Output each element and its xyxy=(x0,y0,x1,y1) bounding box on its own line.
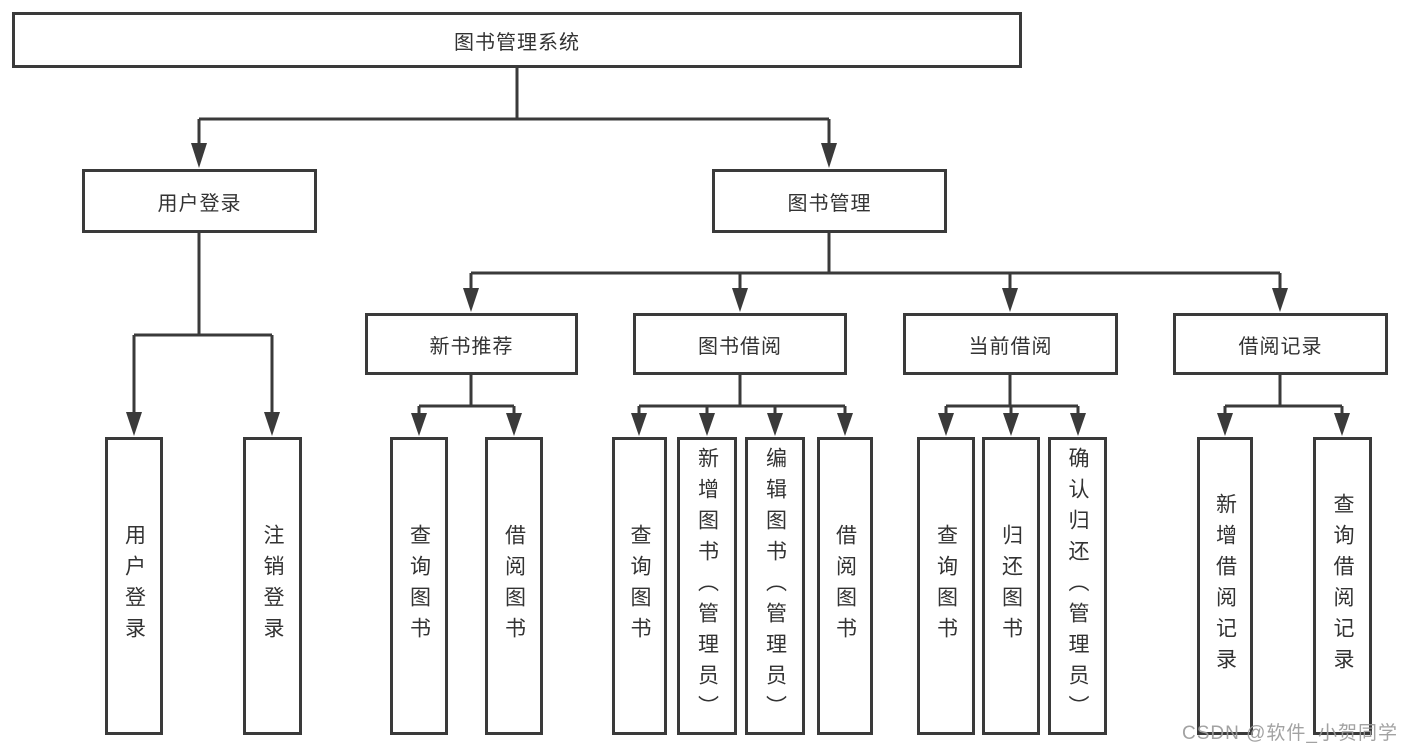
node-label: 确认归还（管理员） xyxy=(1066,446,1089,726)
node-book-borrowing: 图书借阅 xyxy=(633,313,847,375)
node-root-system: 图书管理系统 xyxy=(12,12,1022,68)
node-label: 借阅图书 xyxy=(502,524,526,648)
node-label: 归还图书 xyxy=(999,524,1023,648)
node-label: 查询借阅记录 xyxy=(1331,493,1354,679)
leaf-add-book-admin: 新增图书（管理员） xyxy=(677,437,737,735)
leaf-borrow-books-recommend: 借阅图书 xyxy=(485,437,543,735)
leaf-edit-book-admin: 编辑图书（管理员） xyxy=(745,437,805,735)
leaf-confirm-return-admin: 确认归还（管理员） xyxy=(1048,437,1107,735)
csdn-watermark: CSDN @软件_小贺同学 xyxy=(1182,723,1398,744)
node-borrowing-records: 借阅记录 xyxy=(1173,313,1388,375)
node-label: 图书管理系统 xyxy=(454,31,580,54)
node-label: 新增图书（管理员） xyxy=(695,446,719,726)
node-current-borrowing: 当前借阅 xyxy=(903,313,1118,375)
node-label: 注销登录 xyxy=(261,524,284,648)
leaf-logout: 注销登录 xyxy=(243,437,302,735)
node-label: 图书借阅 xyxy=(698,335,782,358)
leaf-add-borrow-record: 新增借阅记录 xyxy=(1197,437,1253,735)
leaf-return-books: 归还图书 xyxy=(982,437,1040,735)
node-label: 用户登录 xyxy=(122,524,146,648)
leaf-user-login: 用户登录 xyxy=(105,437,163,735)
node-label: 借阅记录 xyxy=(1238,335,1323,358)
node-label: 新书推荐 xyxy=(429,335,514,358)
node-label: 查询图书 xyxy=(407,524,431,648)
leaf-query-books-borrow: 查询图书 xyxy=(612,437,667,735)
node-label: 借阅图书 xyxy=(833,524,857,648)
node-label: 查询图书 xyxy=(934,524,958,648)
leaf-query-books-recommend: 查询图书 xyxy=(390,437,448,735)
node-book-management: 图书管理 xyxy=(712,169,947,233)
leaf-query-books-current: 查询图书 xyxy=(917,437,975,735)
node-label: 编辑图书（管理员） xyxy=(763,446,787,726)
node-label: 新增借阅记录 xyxy=(1213,493,1237,679)
node-user-login: 用户登录 xyxy=(82,169,317,233)
node-label: 当前借阅 xyxy=(968,335,1053,358)
arrowheads xyxy=(126,143,1350,436)
node-new-book-recommendation: 新书推荐 xyxy=(365,313,578,375)
node-label: 用户登录 xyxy=(157,192,242,215)
node-label: 图书管理 xyxy=(787,192,872,215)
leaf-query-borrow-record: 查询借阅记录 xyxy=(1313,437,1372,735)
node-label: 查询图书 xyxy=(628,524,651,648)
leaf-borrow-books: 借阅图书 xyxy=(817,437,873,735)
